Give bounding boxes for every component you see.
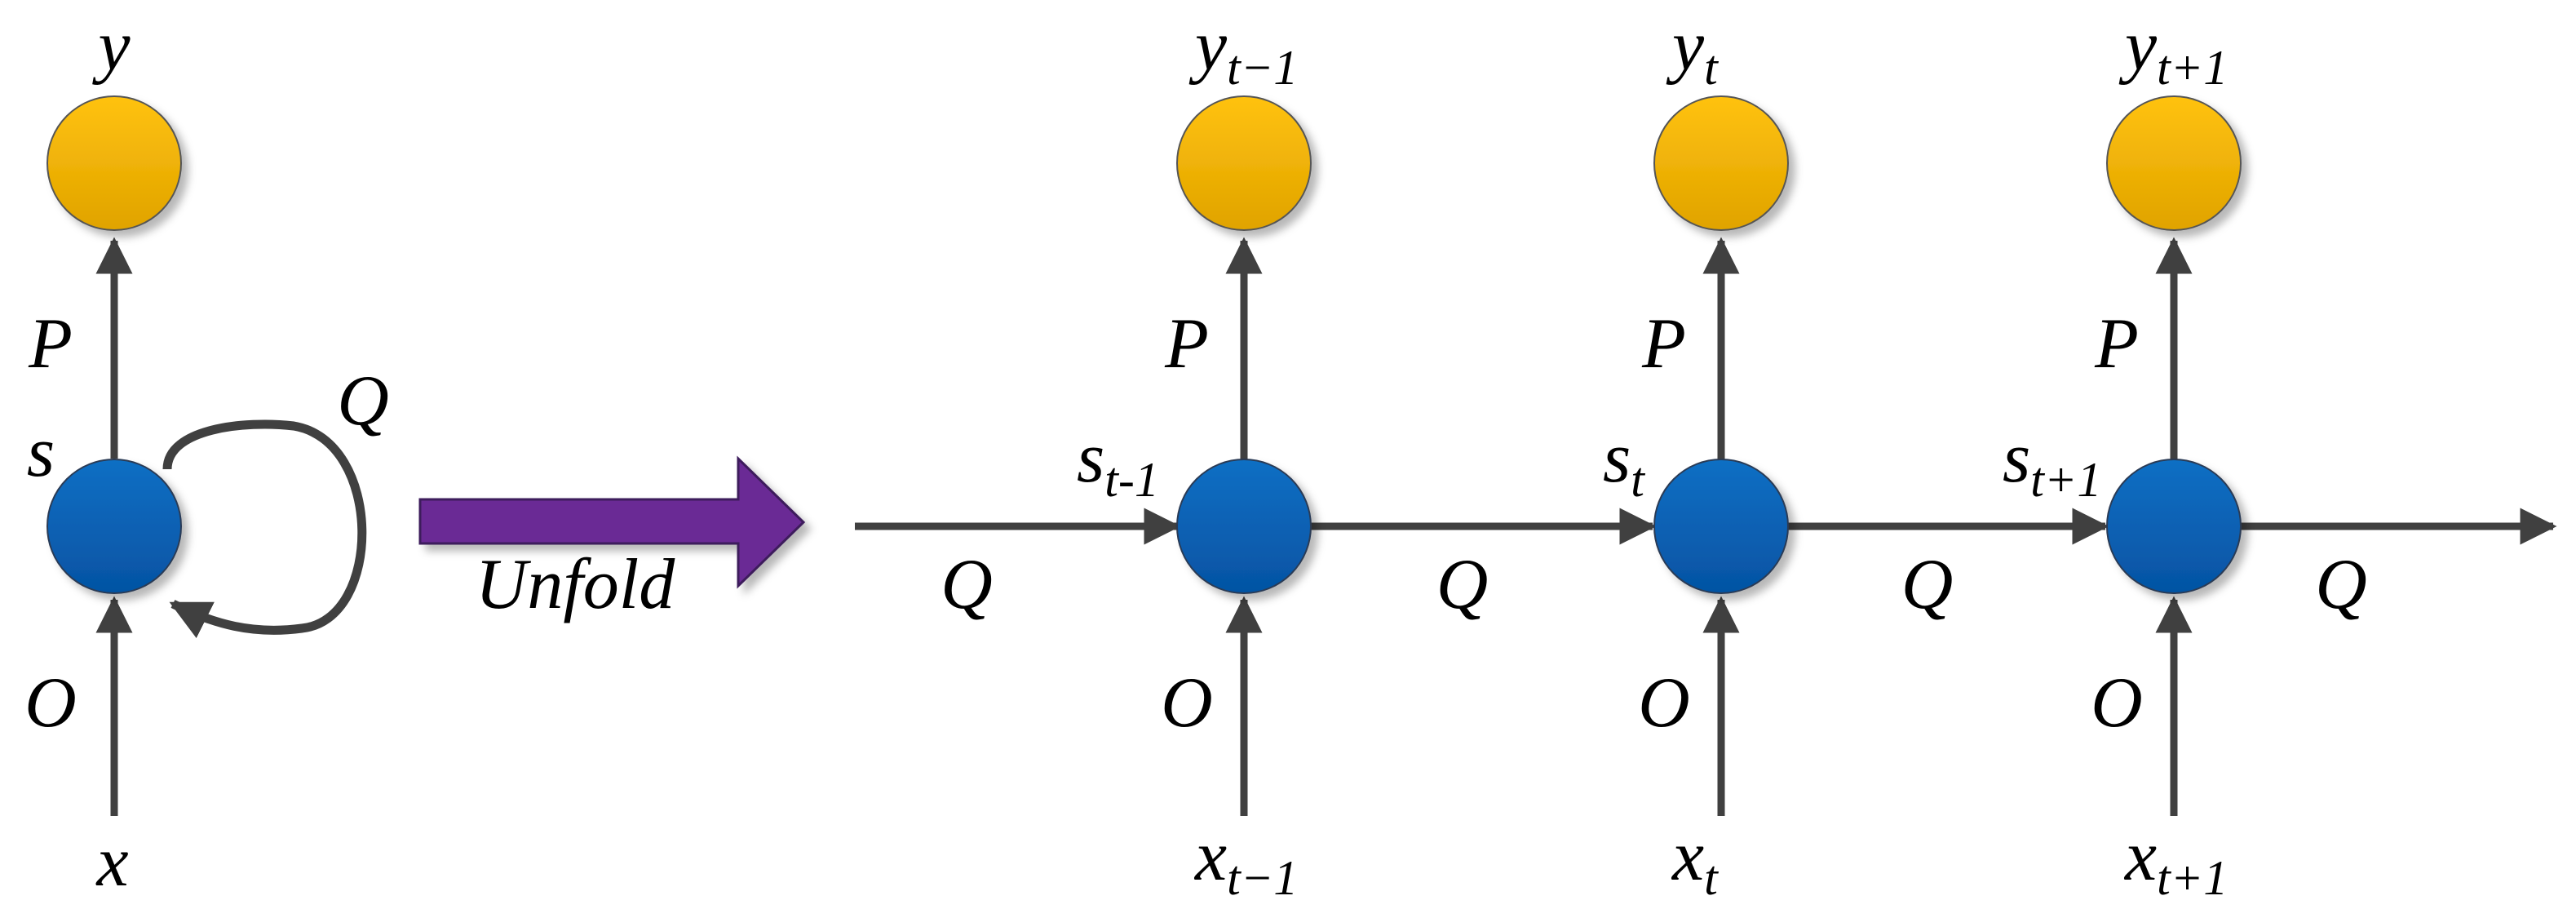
step-1-state-label-sub: t: [1631, 453, 1645, 507]
step-2-input-weight: O: [2091, 663, 2143, 743]
step-2-state-label: st+1: [2003, 419, 2101, 507]
unfolded-rnn: Q yt−1xt−1st-1POQytxtstPOQyt+1xt+1st+1PO…: [855, 7, 2557, 905]
step-0-output-label: yt−1: [1188, 7, 1298, 95]
folded-output-label: y: [91, 7, 131, 86]
folded-state-label: s: [27, 413, 55, 492]
step-0-state-node: [1176, 459, 1312, 594]
step-1-output-label-main: y: [1666, 7, 1705, 86]
step-2-recurrent-weight: Q: [2315, 545, 2367, 624]
step-1-output-node: [1653, 95, 1789, 231]
step-0-input-label-sub: t−1: [1227, 851, 1298, 905]
step-2-state-label-sub: t+1: [2030, 453, 2101, 507]
step-2-state-node: [2106, 459, 2242, 594]
step-0-state-label: st-1: [1077, 419, 1159, 507]
step-0-output-weight: P: [1164, 304, 1209, 384]
step-0-input-label: xt−1: [1193, 817, 1298, 905]
folded-output-node: [46, 95, 182, 231]
step-2-output-weight: P: [2094, 304, 2139, 384]
step-0-output-label-sub: t−1: [1227, 41, 1298, 95]
step-1-input-label-main: x: [1671, 817, 1704, 896]
step-2-output-label-sub: t+1: [2157, 41, 2228, 95]
unfold-arrow: Unfold: [418, 455, 806, 624]
folded-recurrent-loop: [162, 419, 367, 639]
step-1-input-label: xt: [1671, 817, 1719, 905]
step-2-input-label-main: x: [2123, 817, 2157, 896]
step-2-output-label: yt+1: [2118, 7, 2228, 95]
step-1-output-label-sub: t: [1704, 41, 1719, 95]
step-1-state-label: st: [1603, 419, 1645, 507]
step-2-state-label-main: s: [2003, 419, 2030, 498]
unfold-label: Unfold: [476, 545, 675, 624]
step-1-input-weight: O: [1638, 663, 1690, 743]
step-2-input-label: xt+1: [2123, 817, 2228, 905]
step-1-input-label-sub: t: [1704, 851, 1719, 905]
step-1-output-label: yt: [1666, 7, 1719, 95]
folded-recurrent-weight: Q: [337, 361, 389, 441]
step-0-state-label-main: s: [1077, 419, 1104, 498]
step-0-state-label-sub: t-1: [1104, 453, 1159, 507]
step-2-output-label-main: y: [2118, 7, 2158, 86]
folded-state-node: [46, 459, 182, 594]
unfold-arrow-shape: [418, 455, 806, 589]
step-1-output-weight: P: [1641, 304, 1686, 384]
step-1-state-node: [1653, 459, 1789, 594]
folded-output-weight: P: [28, 304, 73, 384]
step-2-output-node: [2106, 95, 2242, 231]
step-0-input-label-main: x: [1193, 817, 1227, 896]
step-2-input-label-sub: t+1: [2157, 851, 2228, 905]
folded-rnn: y s x P O Q: [24, 7, 389, 902]
step-0-input-weight: O: [1161, 663, 1213, 743]
folded-input-weight: O: [24, 663, 77, 743]
step-1-state-label-main: s: [1603, 419, 1631, 498]
folded-input-label: x: [95, 823, 128, 902]
step-0-output-label-main: y: [1188, 7, 1228, 86]
step-0-recurrent-weight: Q: [1436, 545, 1489, 624]
incoming-weight-label: Q: [941, 545, 993, 624]
step-0-output-node: [1176, 95, 1312, 231]
step-1-recurrent-weight: Q: [1901, 545, 1954, 624]
